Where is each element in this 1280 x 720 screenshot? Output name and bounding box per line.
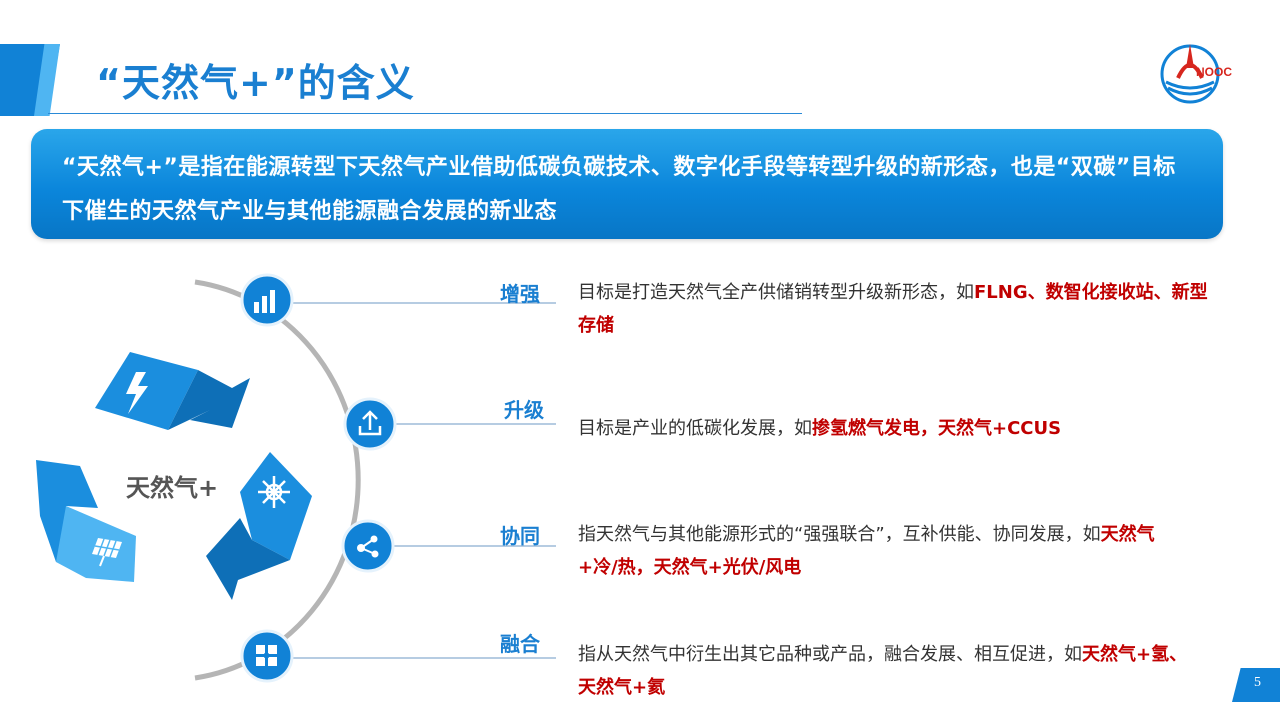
- row-label-fusion: 融合: [500, 632, 540, 656]
- row-desc-upgrade: 目标是产业的低碳化发展，如掺氢燃气发电，天然气+CCUS: [578, 418, 1062, 439]
- title-underline: [48, 113, 802, 114]
- definition-text: “天然气+”是指在能源转型下天然气产业借助低碳负碳技术、数字化手段等转型升级的新…: [62, 155, 1176, 224]
- row-desc-fusion: 指从天然气中衍生出其它品种或产品，融合发展、相互促进，如天然气+氢、天然气+氦: [578, 644, 1188, 698]
- company-logo: NOOC: [1160, 44, 1232, 104]
- row-label-upgrade: 升级: [504, 398, 544, 422]
- upload-icon: [343, 397, 397, 451]
- puzzle-icon: [240, 629, 294, 683]
- page-number-badge: [1232, 668, 1280, 702]
- row-desc-enhance: 目标是打造天然气全产供储销转型升级新形态，如FLNG、数智化接收站、新型存储: [578, 282, 1208, 336]
- svg-text:NOOC: NOOC: [1196, 65, 1232, 79]
- bar-chart-icon: [240, 273, 294, 327]
- solar-panel-icon: [36, 460, 136, 582]
- diagram-center-label: 天然气+: [126, 474, 219, 502]
- definition-banner: [31, 129, 1223, 239]
- page-number: 5: [1254, 675, 1261, 690]
- lightning-icon: [95, 352, 250, 430]
- row-label-synergy: 协同: [500, 524, 540, 548]
- share-icon: [341, 519, 395, 573]
- snowflake-icon: [206, 452, 312, 600]
- page-title: “天然气+”的含义: [96, 61, 415, 105]
- cycle-diagram: [36, 273, 556, 683]
- row-desc-synergy: 指天然气与其他能源形式的“强强联合”，互补供能、协同发展，如天然气+冷/热，天然…: [578, 524, 1155, 578]
- row-label-enhance: 增强: [500, 282, 540, 306]
